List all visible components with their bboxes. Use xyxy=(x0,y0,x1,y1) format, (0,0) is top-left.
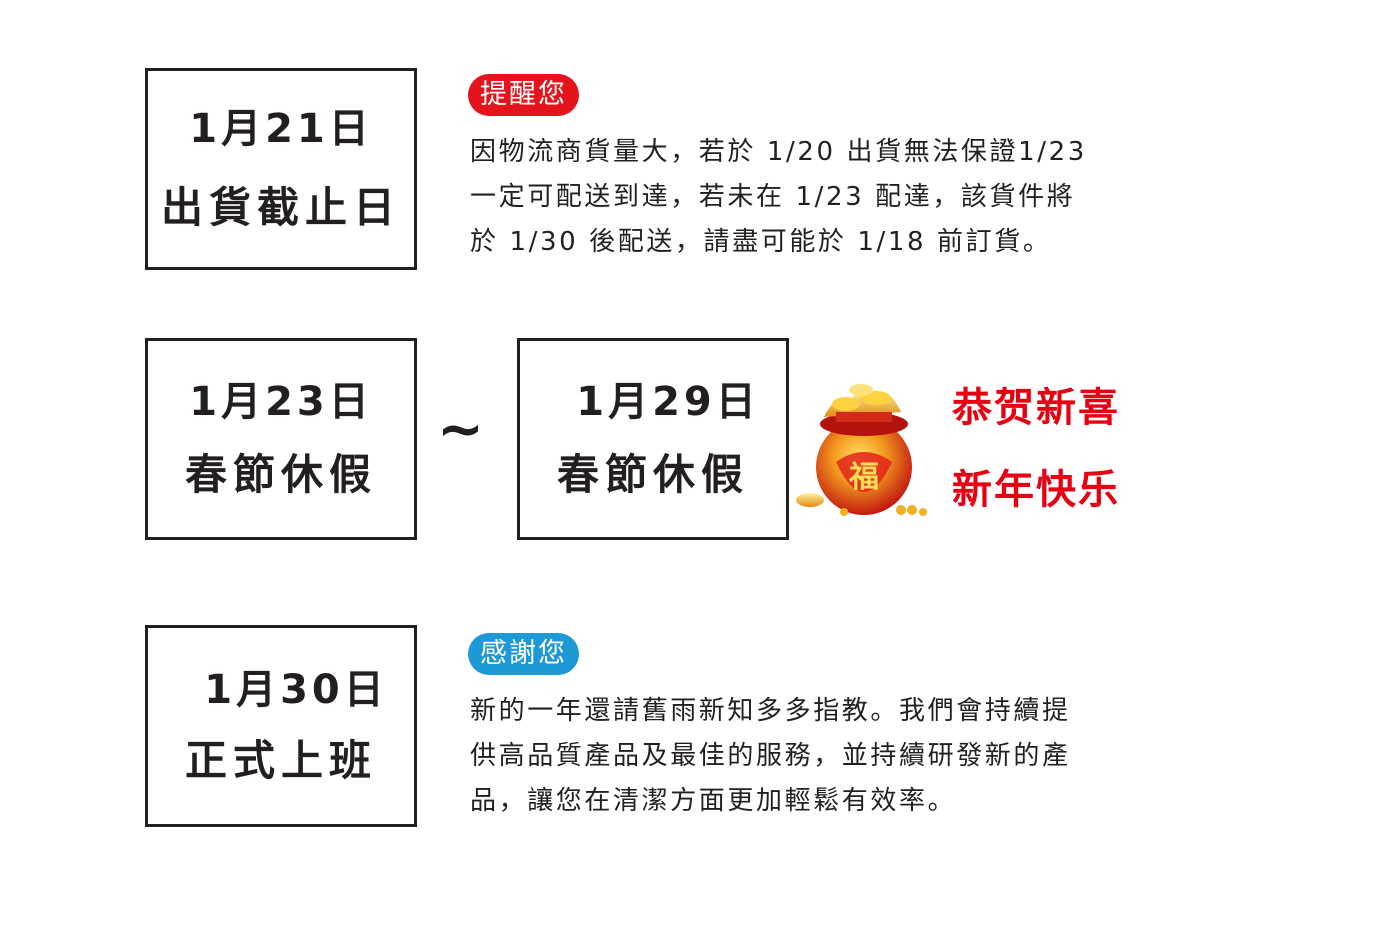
cutoff-label: 出貨截止日 xyxy=(160,183,401,232)
cutoff-date-box: 1月21日 出貨截止日 xyxy=(145,68,417,270)
thanks-line: 新的一年還請舊雨新知多多指教。我們會持續提 xyxy=(470,696,1071,726)
thanks-badge: 感謝您 xyxy=(468,633,579,675)
fortune-pot-icon: 福 xyxy=(796,384,927,516)
thanks-text: 新的一年還請舊雨新知多多指教。我們會持續提 供高品質產品及最佳的服務，並持續研發… xyxy=(470,689,1150,824)
holiday-end-label: 春節休假 xyxy=(556,450,749,499)
thanks-line: 供高品質產品及最佳的服務，並持續研發新的產 xyxy=(470,741,1071,771)
range-separator: ~ xyxy=(437,397,484,462)
holiday-start-label: 春節休假 xyxy=(184,450,377,499)
holiday-start-box: 1月23日 春節休假 xyxy=(145,338,417,540)
fortune-character: 福 xyxy=(848,460,879,495)
work-resume-box: 1月30日 正式上班 xyxy=(145,625,417,827)
work-resume-date: 1月30日 xyxy=(204,667,388,713)
reminder-line: 因物流商貨量大，若於 1/20 出貨無法保證1/23 xyxy=(470,137,1087,167)
holiday-end-box: 1月29日 春節休假 xyxy=(517,338,789,540)
work-resume-label: 正式上班 xyxy=(184,736,377,785)
cutoff-date: 1月21日 xyxy=(189,106,373,152)
reminder-line: 一定可配送到達，若未在 1/23 配達，該貨件將 xyxy=(470,182,1076,212)
greeting-line-2: 新年快乐 xyxy=(952,466,1120,513)
reminder-text: 因物流商貨量大，若於 1/20 出貨無法保證1/23 一定可配送到達，若未在 1… xyxy=(470,130,1150,265)
thanks-line: 品，讓您在清潔方面更加輕鬆有效率。 xyxy=(470,786,957,816)
holiday-end-date: 1月29日 xyxy=(576,379,760,425)
holiday-start-date: 1月23日 xyxy=(189,379,373,425)
reminder-line: 於 1/30 後配送，請盡可能於 1/18 前訂貨。 xyxy=(470,227,1052,257)
reminder-badge: 提醒您 xyxy=(468,74,579,116)
greeting-line-1: 恭贺新喜 xyxy=(952,384,1120,431)
